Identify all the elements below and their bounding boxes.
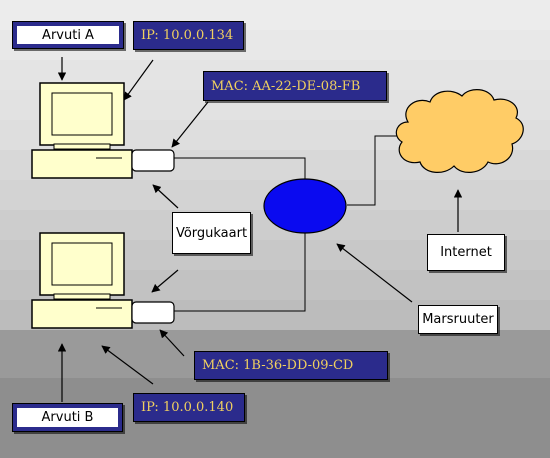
computer-a-ip-label: IP: 10.0.0.134 bbox=[133, 21, 244, 50]
computer-b-icon bbox=[31, 232, 175, 329]
internet-cloud-icon bbox=[395, 89, 524, 173]
computer-b-ip-label: IP: 10.0.0.140 bbox=[133, 393, 245, 422]
computer-a-name-text: Arvuti A bbox=[17, 26, 119, 44]
computer-a-name-label: Arvuti A bbox=[12, 21, 124, 49]
network-card-label: Võrgukaart bbox=[172, 212, 251, 254]
router-label: Marsruuter bbox=[418, 305, 498, 334]
computer-b-name-label: Arvuti B bbox=[12, 403, 123, 432]
internet-label: Internet bbox=[427, 234, 505, 271]
router-icon bbox=[263, 178, 347, 234]
network-cables bbox=[174, 135, 400, 312]
network-card-b bbox=[131, 301, 175, 324]
computer-a-mac-label: MAC: AA-22-DE-08-FB bbox=[203, 71, 387, 101]
computer-a-icon bbox=[31, 82, 175, 179]
computer-b-name-text: Arvuti B bbox=[17, 408, 118, 427]
computer-b-mac-label: MAC: 1B-36-DD-09-CD bbox=[194, 351, 388, 380]
annotation-arrows bbox=[57, 57, 463, 402]
network-card-a bbox=[131, 149, 175, 172]
